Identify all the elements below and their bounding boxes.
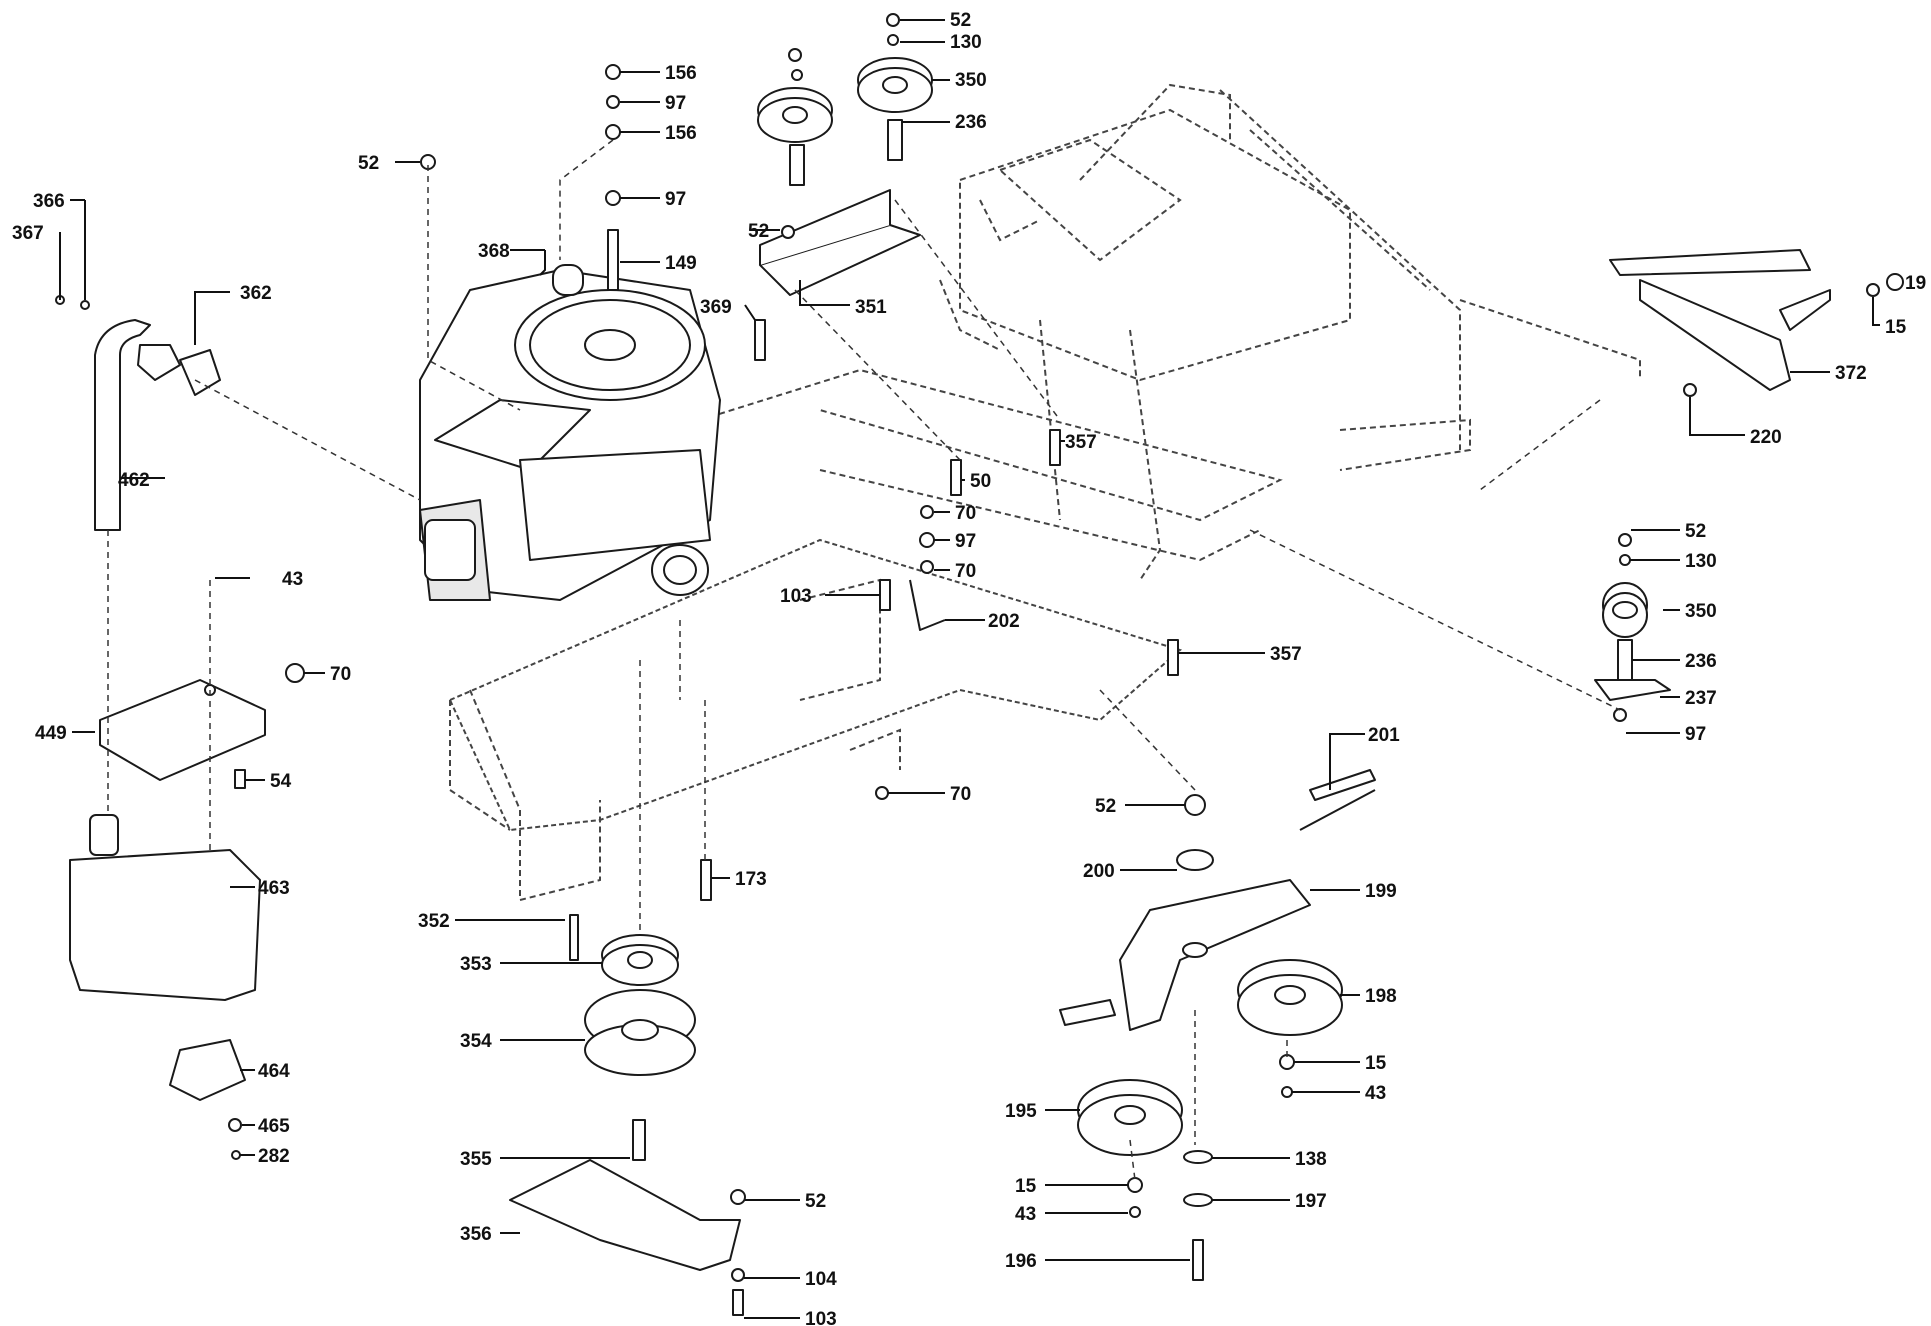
callout-103-b: 103 (805, 1309, 837, 1326)
clutch-assembly (569, 914, 696, 1161)
fasteners-stack (420, 64, 1179, 901)
callout-50: 50 (970, 471, 991, 492)
callout-197: 197 (1295, 1191, 1327, 1212)
callout-43-a: 43 (282, 569, 303, 590)
callout-130-b: 130 (1685, 551, 1717, 572)
callout-70-b: 70 (955, 561, 976, 582)
callout-201: 201 (1368, 725, 1400, 746)
callout-156-a: 156 (665, 63, 697, 84)
callout-368: 368 (478, 241, 510, 262)
callout-369: 369 (700, 297, 732, 318)
spring (1299, 789, 1376, 831)
callout-362: 362 (240, 283, 272, 304)
callout-104: 104 (805, 1269, 837, 1290)
callout-97-a: 97 (665, 93, 686, 114)
callout-351: 351 (855, 297, 887, 318)
callout-70-a: 70 (955, 503, 976, 524)
callout-173: 173 (735, 869, 767, 890)
muffler (69, 814, 261, 1160)
callout-70-c: 70 (330, 664, 351, 685)
callout-labels: 52 130 350 236 156 97 156 97 149 52 368 … (12, 10, 1926, 1326)
callout-449: 449 (35, 723, 67, 744)
pulley-bracket (759, 189, 921, 296)
callout-149: 149 (665, 253, 697, 274)
callout-15-b: 15 (1365, 1053, 1387, 1074)
callout-196: 196 (1005, 1251, 1037, 1272)
callout-464: 464 (258, 1061, 290, 1082)
callout-236-a: 236 (955, 112, 987, 133)
callout-462: 462 (118, 470, 150, 491)
callout-43-b: 43 (1365, 1083, 1386, 1104)
callout-237: 237 (1685, 688, 1717, 709)
callout-54: 54 (270, 771, 292, 792)
callout-282: 282 (258, 1146, 290, 1167)
callout-356: 356 (460, 1224, 492, 1245)
callout-198: 198 (1365, 986, 1397, 1007)
callout-43-c: 43 (1015, 1204, 1036, 1225)
callout-97-c: 97 (955, 531, 976, 552)
callout-52-f: 52 (1095, 796, 1116, 817)
callout-156-b: 156 (665, 123, 697, 144)
callout-52-b: 52 (358, 153, 379, 174)
idler-pulley-top (757, 13, 933, 186)
exhaust-pipe (55, 295, 221, 531)
callout-52-d: 52 (1685, 521, 1706, 542)
callout-195: 195 (1005, 1101, 1037, 1122)
support-bracket-right (1609, 249, 1904, 397)
callout-236-b: 236 (1685, 651, 1717, 672)
callout-15-c: 15 (1015, 1176, 1037, 1197)
idler-arm (1059, 769, 1376, 1281)
callout-355: 355 (460, 1149, 492, 1170)
assembly-lines (107, 139, 1621, 1181)
callout-199: 199 (1365, 881, 1397, 902)
callout-357-b: 357 (1270, 644, 1302, 665)
callout-366: 366 (33, 191, 65, 212)
callout-97-b: 97 (665, 189, 686, 210)
callout-202: 202 (988, 611, 1020, 632)
callout-465: 465 (258, 1116, 290, 1137)
clutch-bracket (509, 1159, 746, 1316)
callout-103-a: 103 (780, 586, 812, 607)
callout-70-d: 70 (950, 784, 971, 805)
callout-357-a: 357 (1065, 432, 1097, 453)
callout-352: 352 (418, 911, 450, 932)
callout-200: 200 (1083, 861, 1115, 882)
callout-463: 463 (258, 878, 290, 899)
callout-138: 138 (1295, 1149, 1327, 1170)
callout-353: 353 (460, 954, 492, 975)
callout-372: 372 (1835, 363, 1867, 384)
callout-97-d: 97 (1685, 724, 1706, 745)
callout-52-a: 52 (950, 10, 971, 31)
idler-pulley-right (1594, 533, 1671, 722)
chassis-frame (448, 83, 1641, 902)
callout-52-e: 52 (805, 1191, 826, 1212)
callout-130-a: 130 (950, 32, 982, 53)
callout-220: 220 (1750, 427, 1782, 448)
muffler-bracket (99, 663, 305, 789)
callout-19: 19 (1905, 273, 1926, 294)
engine (419, 264, 721, 601)
callout-350-a: 350 (955, 70, 987, 91)
callout-367: 367 (12, 223, 44, 244)
callout-52-c: 52 (748, 221, 769, 242)
callout-350-b: 350 (1685, 601, 1717, 622)
callout-15-a: 15 (1885, 317, 1907, 338)
callout-354: 354 (460, 1031, 492, 1052)
